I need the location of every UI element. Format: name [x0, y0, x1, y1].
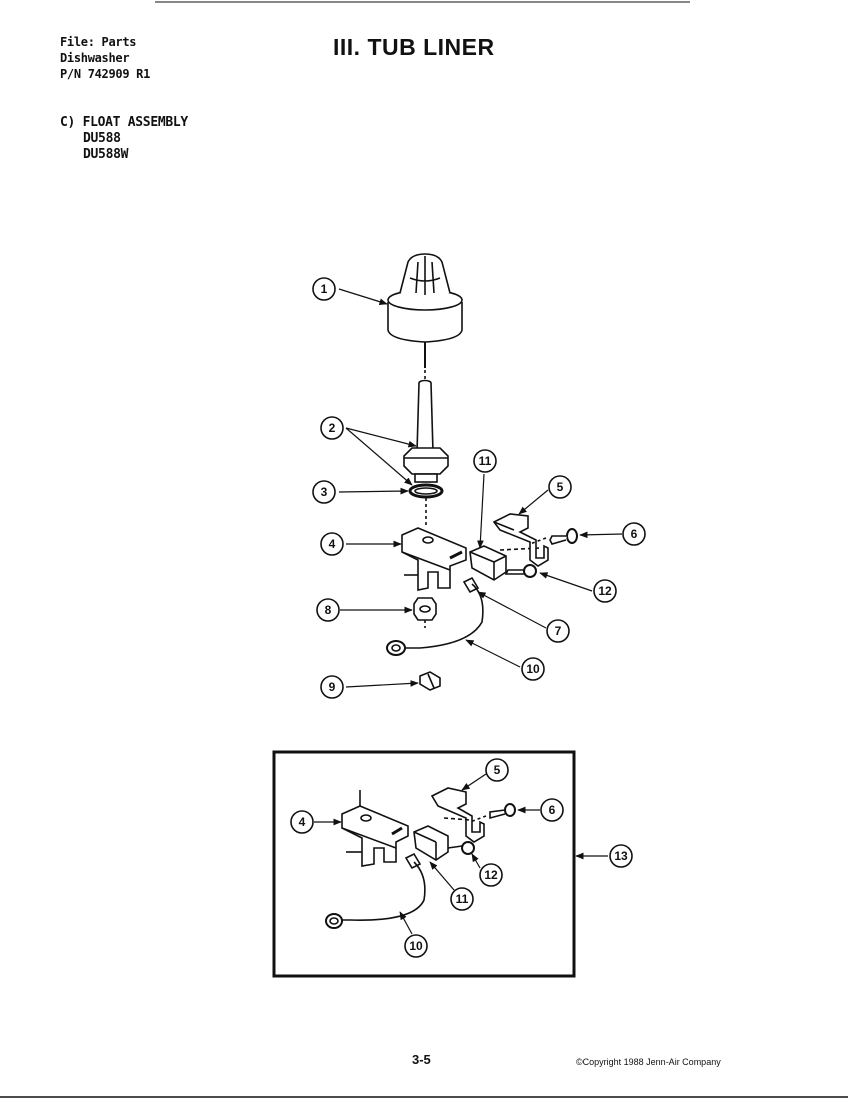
product-line: Dishwasher: [60, 51, 130, 65]
header-block: File: Parts Dishwasher P/N 742909 R1: [60, 34, 150, 82]
callout-label: 6: [631, 527, 638, 541]
inset-bracket-part: [341, 790, 409, 867]
inset-callout-label: 11: [456, 892, 469, 906]
callout-6: [622, 522, 646, 546]
inset-callout-label: 13: [614, 849, 628, 863]
callout-8: [316, 598, 340, 622]
callout-leaders: [338, 288, 623, 688]
screw-part: [529, 528, 578, 545]
callout-1: [312, 277, 336, 301]
inset-callout-label: 10: [409, 939, 423, 953]
file-line: File: Parts: [60, 35, 137, 49]
model-number: DU588: [83, 131, 121, 146]
ground-screw-part: [419, 671, 441, 691]
inset-switch-screw-part: [447, 841, 475, 855]
inset-frame: [272, 750, 576, 978]
inset-callout-5: [485, 758, 509, 782]
callout-3: [312, 480, 336, 504]
inset-callout-4: [290, 810, 314, 834]
model-number: DU588W: [83, 147, 129, 162]
inset-callout-label: 5: [494, 763, 501, 777]
wire-lead-part: [386, 640, 406, 656]
inset-callout-12: [479, 863, 503, 887]
page-title: III. TUB LINER: [333, 34, 495, 60]
callout-label: 1: [321, 282, 328, 296]
page-number: 3-5: [412, 1052, 431, 1067]
inset-callout-10: [404, 934, 428, 958]
inset-actuator-part: [430, 787, 485, 843]
inset-screw-part: [469, 803, 516, 823]
bracket-part: [401, 527, 467, 591]
inset-callout-6: [540, 798, 564, 822]
inset-callout-leaders: [314, 773, 608, 935]
float-stem-part: [403, 370, 449, 483]
callout-11: [473, 449, 497, 473]
inset-callout-13: [609, 844, 633, 868]
inset-switch-part: [413, 825, 449, 861]
section-block: C) FLOAT ASSEMBLY DU588 DU588W: [60, 115, 188, 163]
callout-label: 9: [329, 680, 336, 694]
switch-part: [469, 545, 541, 581]
callout-12: [593, 579, 617, 603]
part-number-line: P/N 742909 R1: [60, 67, 151, 81]
callout-7: [546, 619, 570, 643]
callout-label: 2: [329, 421, 336, 435]
copyright-notice: ©Copyright 1988 Jenn-Air Company: [576, 1057, 721, 1067]
callout-label: 8: [325, 603, 332, 617]
callout-5: [548, 475, 572, 499]
callout-label: 7: [555, 624, 562, 638]
inset-callout-label: 4: [299, 815, 306, 829]
callout-label: 5: [557, 480, 564, 494]
o-ring-part: [408, 483, 444, 528]
callout-label: 10: [526, 662, 540, 676]
callout-label: 12: [598, 584, 612, 598]
callout-label: 11: [479, 454, 492, 468]
inset-terminal-part: [325, 852, 426, 929]
callout-9: [320, 675, 344, 699]
nut-part: [413, 597, 437, 628]
callout-label: 4: [329, 537, 336, 551]
callout-label: 3: [321, 485, 328, 499]
inset-callout-label: 12: [484, 868, 498, 882]
section-label: C) FLOAT ASSEMBLY: [60, 115, 188, 130]
callout-10: [521, 657, 545, 681]
callout-2: [320, 416, 344, 440]
actuator-part: [492, 513, 549, 567]
switch-screw-part: [504, 564, 537, 578]
float-cap-part: [387, 253, 463, 368]
inset-callout-label: 6: [549, 803, 556, 817]
inset-callout-11: [450, 887, 474, 911]
callout-4: [320, 532, 344, 556]
